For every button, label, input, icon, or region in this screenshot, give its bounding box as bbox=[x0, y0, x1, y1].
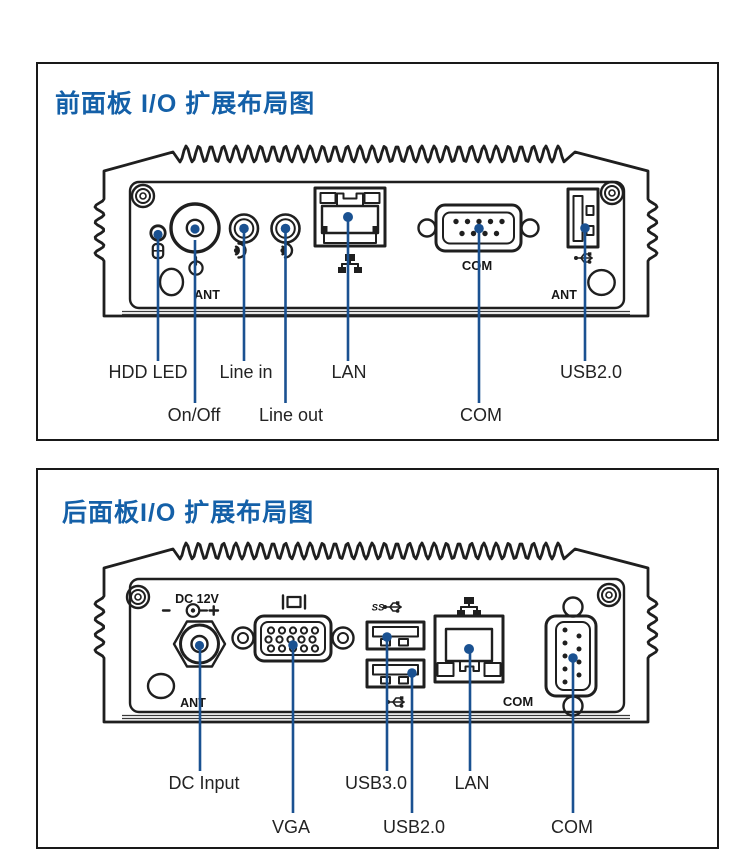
screw-hole bbox=[599, 180, 625, 206]
ant-hole bbox=[587, 268, 616, 297]
callout-com: COM bbox=[460, 405, 502, 425]
lan-port bbox=[313, 186, 387, 248]
screw-hole bbox=[125, 584, 151, 610]
front-panel-drawing: ANT COM ANT bbox=[93, 144, 659, 403]
dc-polarity-icon bbox=[161, 603, 220, 618]
network-icon bbox=[457, 597, 481, 616]
callout-lan: LAN bbox=[331, 362, 367, 382]
ant-right-label: ANT bbox=[551, 288, 577, 302]
usb-icon bbox=[386, 696, 405, 708]
rear-panel-drawing: DC 12V ANT bbox=[93, 541, 659, 813]
callout-usb2: USB2.0 bbox=[382, 817, 446, 837]
callout-line-in: Line in bbox=[219, 362, 273, 382]
network-icon bbox=[338, 254, 362, 273]
dc-input-jack bbox=[172, 620, 227, 668]
callout-vga: VGA bbox=[271, 817, 311, 837]
usb-icon bbox=[574, 252, 593, 264]
screw-hole bbox=[130, 183, 156, 209]
dc-12v-label: DC 12V bbox=[175, 592, 219, 606]
callout-usb2: USB2.0 bbox=[559, 362, 623, 382]
ant-hole bbox=[146, 672, 176, 700]
front-chassis-outline bbox=[93, 144, 659, 318]
screw-hole bbox=[596, 582, 622, 608]
svg-text:SS: SS bbox=[372, 603, 385, 614]
callout-on-off: On/Off bbox=[167, 405, 221, 425]
com-label: COM bbox=[503, 694, 533, 709]
com-label: COM bbox=[462, 258, 492, 273]
cutout-hole bbox=[158, 267, 185, 297]
rear-chassis-outline bbox=[93, 541, 659, 724]
rear-panel-title: 后面板I/O 扩展布局图 bbox=[62, 499, 315, 527]
com-port bbox=[544, 596, 598, 717]
callout-lan: LAN bbox=[454, 773, 490, 793]
callout-com: COM bbox=[551, 817, 593, 837]
usb2-port bbox=[566, 187, 600, 249]
line-in-icon bbox=[233, 242, 247, 259]
callout-dc-input: DC Input bbox=[168, 773, 240, 793]
front-callout-lines bbox=[156, 217, 587, 403]
ant-left-label: ANT bbox=[194, 288, 220, 302]
rear-faceplate bbox=[128, 577, 626, 714]
front-faceplate bbox=[128, 180, 626, 310]
usb2-port bbox=[365, 658, 426, 689]
ant-label: ANT bbox=[180, 696, 206, 710]
callout-hdd-led: HDD LED bbox=[108, 362, 188, 382]
monitor-icon bbox=[281, 594, 307, 610]
callout-line-out: Line out bbox=[258, 405, 324, 425]
front-panel-title: 前面板 I/O 扩展布局图 bbox=[55, 90, 316, 118]
rear-callout-lines bbox=[198, 638, 575, 813]
front-panel-section-box bbox=[36, 62, 719, 441]
usb3-port bbox=[365, 620, 426, 651]
callout-usb3: USB3.0 bbox=[344, 773, 408, 793]
ss-usb3-icon: SS bbox=[372, 601, 402, 614]
